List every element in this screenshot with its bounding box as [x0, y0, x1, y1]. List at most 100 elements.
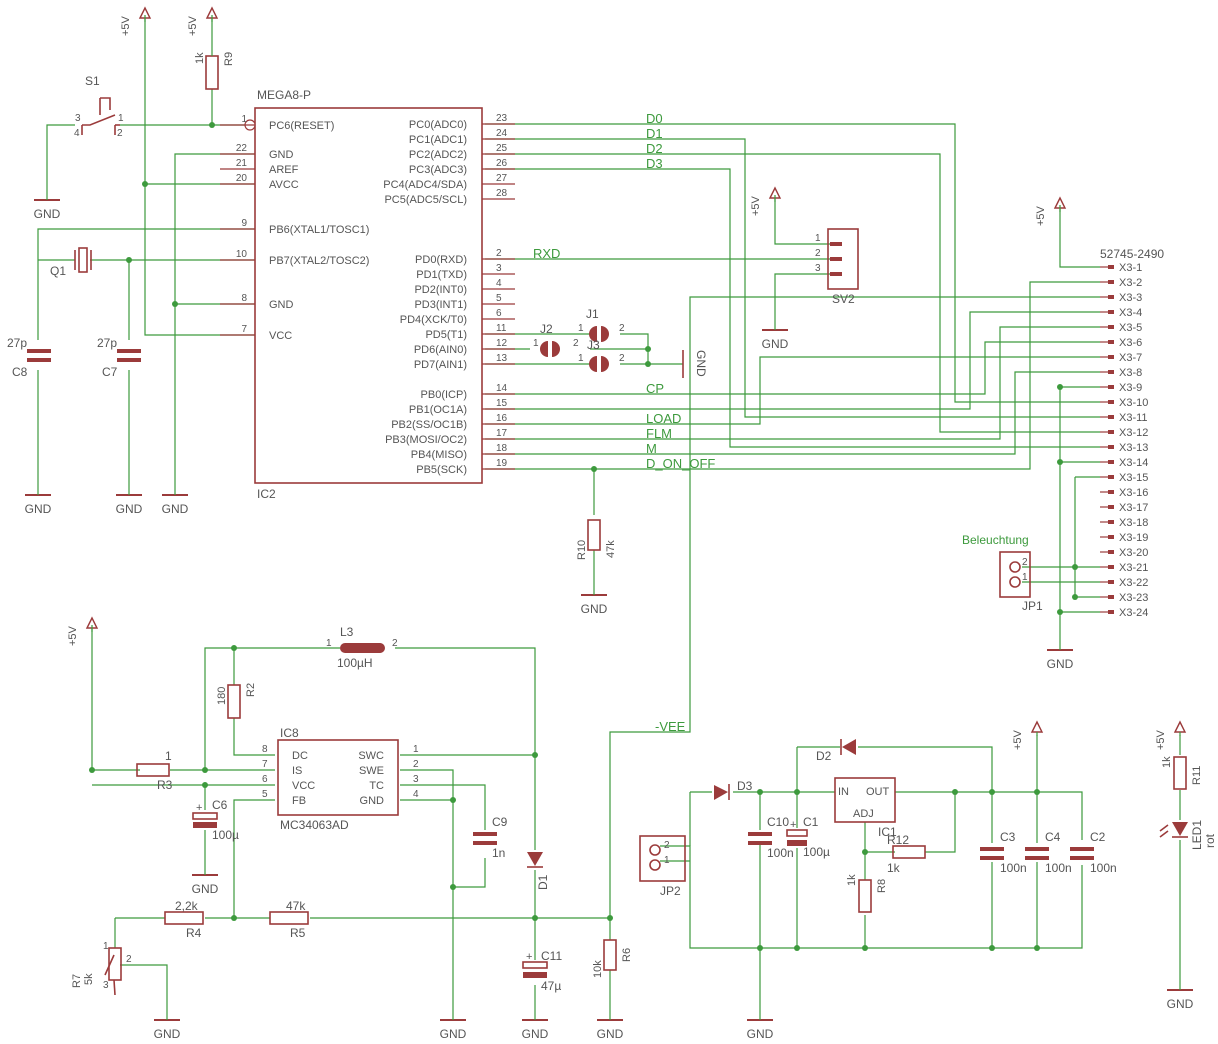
svg-text:1n: 1n: [492, 846, 505, 860]
x3-pin-label: X3-14: [1119, 457, 1148, 469]
ic2-pin-num: 15: [496, 398, 508, 409]
vcc-label: +5V: [1155, 729, 1167, 750]
ic2-pin-num: 25: [496, 143, 508, 154]
d1-diode: D1: [527, 852, 550, 890]
r9-resistor: 1k R9: [194, 15, 235, 90]
svg-text:2: 2: [573, 338, 579, 349]
svg-text:CP: CP: [646, 381, 664, 396]
beleuchtung-label: Beleuchtung: [962, 533, 1029, 547]
x3-pin-label: X3-17: [1119, 502, 1148, 514]
svg-text:1: 1: [118, 113, 124, 124]
gnd-label: GND: [522, 1027, 549, 1041]
gnd-label: GND: [25, 502, 52, 516]
svg-text:C4: C4: [1045, 830, 1061, 844]
x3-pin-label: X3-22: [1119, 577, 1148, 589]
ic2-pin-name: PD7(AIN1): [414, 359, 467, 371]
svg-text:100n: 100n: [1090, 861, 1117, 875]
svg-text:LOAD: LOAD: [646, 411, 681, 426]
ic2-pin-name: PD0(RXD): [415, 254, 467, 266]
svg-text:2: 2: [664, 840, 670, 851]
x3-pin-label: X3-20: [1119, 547, 1148, 559]
r5-resistor: 47k R5: [269, 899, 309, 940]
svg-text:5k: 5k: [83, 973, 95, 985]
svg-text:L3: L3: [340, 625, 354, 639]
ic2-pin-name: PB1(OC1A): [409, 404, 467, 416]
svg-text:GND: GND: [694, 350, 708, 377]
x3-pin-label: X3-6: [1119, 337, 1142, 349]
svg-text:+: +: [196, 802, 202, 814]
svg-text:2: 2: [392, 638, 398, 649]
ic2-pin-num: 4: [496, 278, 502, 289]
ic2-pin-num: 3: [496, 263, 502, 274]
ic2-pin-num: 14: [496, 383, 508, 394]
svg-text:SWC: SWC: [358, 750, 384, 762]
svg-text:C11: C11: [541, 949, 562, 963]
ic2-pin-num: 1: [241, 114, 247, 125]
ic2-pin-name: PB0(ICP): [421, 389, 467, 401]
ic2-pin-num: 10: [236, 249, 248, 260]
svg-text:J3: J3: [587, 338, 600, 352]
x3-pin-label: X3-23: [1119, 592, 1148, 604]
ic2-pin-name: PD4(XCK/T0): [400, 314, 467, 326]
r11-resistor: 1k R11: [1161, 756, 1203, 790]
sv2-connector: 1 2 3 SV2: [815, 228, 859, 306]
gnd-label: GND: [154, 1027, 181, 1041]
ic2-mega8: MEGA8-P IC2 1PC6(RESET)22GND21AREF20AVCC…: [220, 88, 515, 501]
svg-text:2: 2: [117, 128, 123, 139]
svg-text:4: 4: [413, 789, 419, 800]
x3-pin-label: X3-18: [1119, 517, 1148, 529]
svg-text:1: 1: [578, 323, 584, 334]
svg-text:R6: R6: [621, 948, 633, 962]
svg-text:3: 3: [75, 113, 81, 124]
svg-text:D3: D3: [737, 779, 753, 793]
ic2-pin-num: 13: [496, 353, 508, 364]
ic2-pin-name: PB6(XTAL1/TOSC1): [269, 224, 369, 236]
x3-connector: 52745-2490 X3-1X3-2X3-3X3-4X3-5X3-6X3-7X…: [1100, 247, 1164, 619]
svg-text:FLM: FLM: [646, 426, 672, 441]
svg-text:Q1: Q1: [50, 264, 66, 278]
ic2-pin-num: 27: [496, 173, 508, 184]
jp1-beleuchtung: Beleuchtung JP1 2 1: [962, 533, 1043, 613]
svg-text:D2: D2: [646, 141, 663, 156]
svg-text:C10: C10: [767, 815, 789, 829]
svg-text:R10: R10: [576, 540, 588, 560]
x3-pin-label: X3-16: [1119, 487, 1148, 499]
r2-resistor: 180 R2: [216, 683, 257, 719]
vcc-label: +5V: [120, 15, 132, 36]
r12-resistor: R12 1k: [887, 833, 926, 875]
svg-text:3: 3: [103, 980, 109, 991]
svg-text:1: 1: [1022, 572, 1028, 583]
svg-text:1k: 1k: [1161, 756, 1173, 768]
ic2-pin-num: 8: [241, 293, 247, 304]
solder-jumpers: J1 J2 J3 1 2 1 2 1 2 GND: [533, 307, 708, 378]
svg-text:3: 3: [815, 263, 821, 274]
svg-text:3: 3: [413, 774, 419, 785]
r10-resistor: R10 47k: [576, 519, 617, 560]
c6-capacitor: + C6 100µ: [192, 798, 239, 842]
svg-text:J1: J1: [586, 307, 599, 321]
svg-text:SWE: SWE: [359, 765, 384, 777]
ic2-pin-name: PC6(RESET): [269, 120, 334, 132]
ic2-pin-name: PD6(AIN0): [414, 344, 467, 356]
c9-capacitor: C9 1n: [473, 815, 508, 860]
svg-text:C8: C8: [12, 365, 28, 379]
svg-text:M: M: [646, 441, 657, 456]
x3-pin-label: X3-4: [1119, 307, 1142, 319]
ic2-pin-name: PC2(ADC2): [409, 149, 467, 161]
d2-diode: D2: [816, 739, 856, 763]
svg-text:C2: C2: [1090, 830, 1106, 844]
ic2-pin-name: PC3(ADC3): [409, 164, 467, 176]
svg-text:R3: R3: [157, 778, 173, 792]
ic2-pin-name: PD3(INT1): [414, 299, 467, 311]
r3-resistor: 1 R3: [136, 749, 173, 792]
gnd-label: GND: [192, 882, 219, 896]
ic2-pin-name: PC4(ADC4/SDA): [383, 179, 467, 191]
ic8-mc34063: IC8 MC34063AD 8DC7IS6VCC5FB1SWC2SWE3TC4G…: [262, 726, 419, 832]
ic2-pin-name: PD1(TXD): [416, 269, 467, 281]
svg-text:LED1: LED1: [1190, 820, 1204, 850]
ic2-pin-num: 19: [496, 458, 508, 469]
gnd-label: GND: [1167, 997, 1194, 1011]
r7-potentiometer: R7 5k 1 2 3: [71, 941, 132, 996]
x3-pin-label: X3-12: [1119, 427, 1148, 439]
ic1-regulator: IN OUT ADJ IC1: [834, 777, 897, 839]
